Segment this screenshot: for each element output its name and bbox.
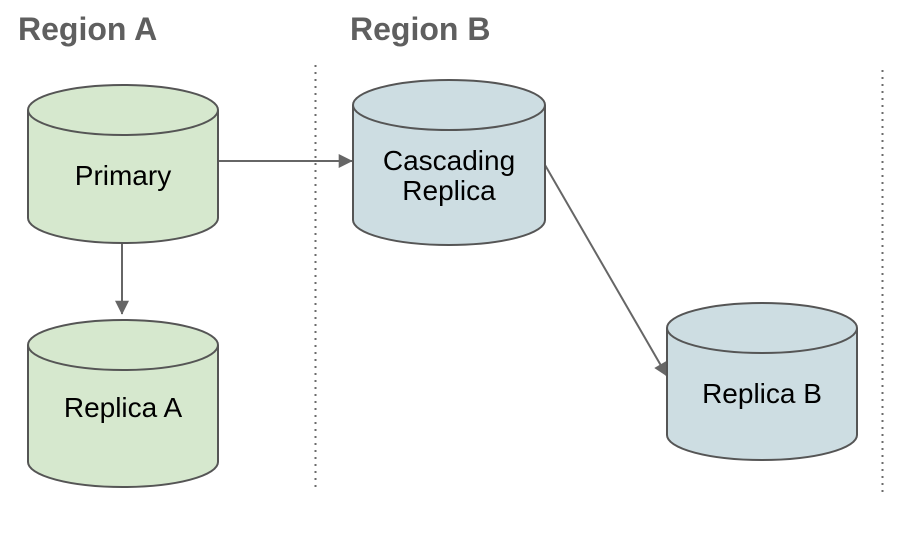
database-cylinder-body <box>27 110 219 244</box>
node-cascading-replica-label-line2: Replica <box>402 175 496 206</box>
region-a-heading: Region A <box>18 11 157 47</box>
database-cylinder-top <box>27 84 219 136</box>
database-cylinder-body <box>666 328 858 461</box>
node-replica-b-label: Replica B <box>702 378 822 409</box>
node-replica-a-label: Replica A <box>64 392 183 423</box>
node-primary-label: Primary <box>75 160 171 191</box>
database-cylinder-body <box>352 105 546 246</box>
node-replica-b: Replica B <box>666 302 858 461</box>
node-cascading-replica-label-line1: Cascading <box>383 145 515 176</box>
node-replica-a: Replica A <box>27 319 219 488</box>
database-cylinder-body <box>27 345 219 488</box>
database-cylinder-top <box>27 319 219 371</box>
database-cylinder-top <box>352 79 546 131</box>
node-cascading-replica: Cascading Replica <box>352 79 546 246</box>
edge-cascading-replica-to-replica-b <box>544 164 668 377</box>
node-primary: Primary <box>27 84 219 244</box>
database-cylinder-top <box>666 302 858 354</box>
region-b-heading: Region B <box>350 11 490 47</box>
